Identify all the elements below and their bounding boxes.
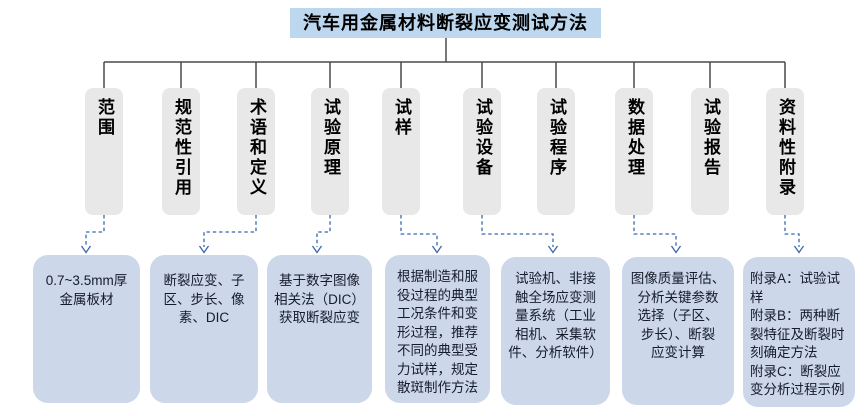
arrowhead-terms bbox=[198, 245, 210, 254]
branch-node-test-equipment: 试验设备 bbox=[463, 88, 501, 215]
note-box-equipment: 试验机、非接 触全场应变测 量系统（工业 相机、采集软 件、分析软件） bbox=[501, 257, 610, 405]
branch-label-test-procedure: 试验程序 bbox=[547, 98, 566, 178]
arrowhead-principle bbox=[311, 245, 323, 254]
branch-node-data-processing: 数据处理 bbox=[615, 88, 653, 215]
branch-label-scope: 范围 bbox=[95, 98, 114, 138]
arrowhead-data-processing bbox=[670, 245, 682, 254]
branch-node-terms-definitions: 术语和定义 bbox=[237, 88, 275, 215]
branch-label-specimen: 试样 bbox=[392, 98, 411, 138]
arrow-equipment bbox=[481, 215, 554, 247]
arrow-principle bbox=[316, 215, 331, 247]
branch-label-terms-definitions: 术语和定义 bbox=[247, 98, 266, 198]
arrow-terms bbox=[203, 215, 257, 247]
root-node-title-text: 汽车用金属材料断裂应变测试方法 bbox=[303, 13, 588, 33]
note-box-annex: 附录A：试验试 样 附录B：两种断 裂特征及断裂时 刻确定方法 附录C：断裂应 … bbox=[743, 257, 855, 407]
arrowhead-scope bbox=[80, 245, 92, 254]
note-box-principle: 基于数字图像 相关法（DIC） 获取断裂应变 bbox=[267, 255, 372, 403]
note-box-scope: 0.7~3.5mm厚 金属板材 bbox=[33, 255, 140, 403]
arrowhead-specimen bbox=[431, 245, 443, 254]
branch-label-normative-references: 规范性引用 bbox=[172, 98, 191, 198]
arrow-specimen bbox=[400, 215, 438, 247]
note-box-data-processing: 图像质量评估、 分析关键参数 选择（子区、 步长）、断裂 应变计算 bbox=[622, 257, 734, 405]
branch-node-normative-references: 规范性引用 bbox=[162, 88, 200, 215]
branch-label-test-principle: 试验原理 bbox=[321, 98, 340, 178]
branch-node-informative-annex: 资料性附录 bbox=[766, 88, 804, 215]
branch-label-test-report: 试验报告 bbox=[701, 98, 720, 178]
branch-label-test-equipment: 试验设备 bbox=[473, 98, 492, 178]
arrowhead-annex bbox=[793, 245, 805, 254]
note-box-terms: 断裂应变、子 区、步长、像 素、DIC bbox=[150, 255, 258, 403]
arrow-scope bbox=[85, 215, 105, 247]
arrow-annex bbox=[784, 215, 800, 247]
arrowhead-equipment bbox=[547, 245, 559, 254]
root-node-title: 汽车用金属材料断裂应变测试方法 bbox=[290, 8, 601, 38]
branch-node-specimen: 试样 bbox=[382, 88, 420, 215]
branch-node-test-procedure: 试验程序 bbox=[537, 88, 575, 215]
branch-node-test-principle: 试验原理 bbox=[311, 88, 349, 215]
branch-node-test-report: 试验报告 bbox=[691, 88, 729, 215]
branch-label-informative-annex: 资料性附录 bbox=[776, 98, 795, 198]
tree-branch-stubs bbox=[103, 62, 786, 88]
branch-label-data-processing: 数据处理 bbox=[625, 98, 644, 178]
note-box-specimen: 根据制造和服 役过程的典型 工况条件和变 形过程，推荐 不同的典型受 力试样，规… bbox=[385, 255, 490, 403]
arrow-data-processing bbox=[633, 215, 677, 247]
branch-node-scope: 范围 bbox=[85, 88, 123, 215]
